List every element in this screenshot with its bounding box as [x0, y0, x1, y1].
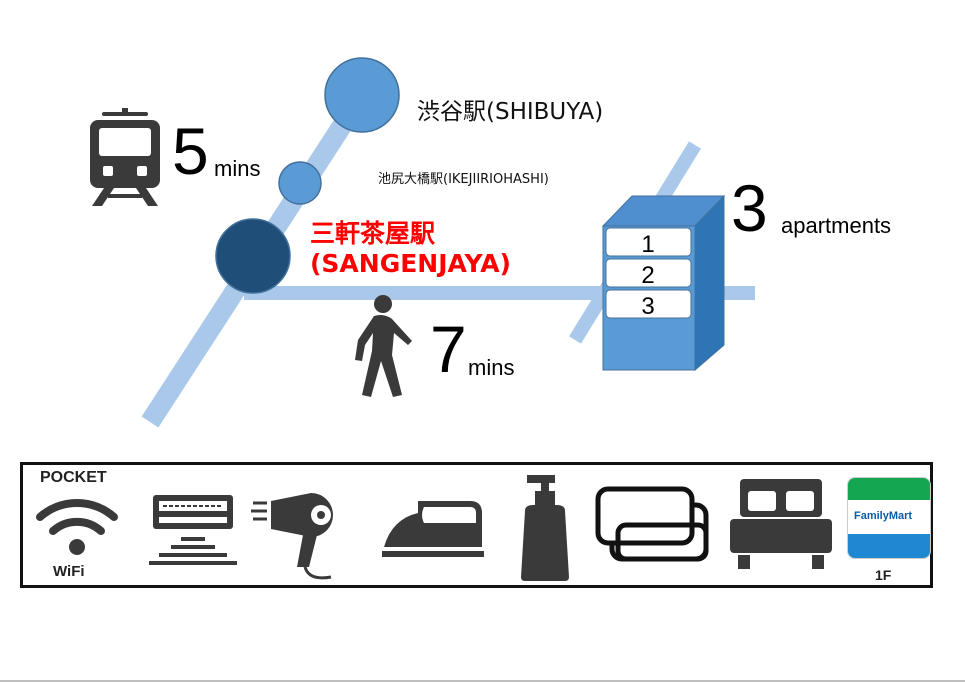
station-label-sangenjaya-en: (SANGENJAYA) — [310, 249, 511, 278]
familymart-floor-label: 1F — [875, 567, 892, 583]
wifi-bottom-label: WiFi — [53, 563, 85, 580]
apartment-building: 1 2 3 — [601, 194, 726, 372]
apartment-floor-label: 2 — [641, 262, 654, 289]
familymart-icon: FamilyMart — [847, 477, 931, 559]
wifi-icon — [36, 499, 118, 555]
apartment-floor-1: 1 — [605, 227, 692, 258]
pump-bottle-icon — [521, 475, 569, 581]
apartment-floor-2: 2 — [605, 258, 692, 289]
bed-icon — [730, 479, 832, 569]
amenities-bar: POCKET WiFi — [20, 462, 933, 588]
amenity-familymart: FamilyMart 1F — [845, 475, 931, 587]
train-icon — [90, 108, 160, 206]
iron-icon — [382, 501, 484, 557]
station-label-shibuya: 渋谷駅(SHIBUYA) — [417, 99, 604, 125]
hair-dryer-icon — [251, 493, 333, 580]
apartments-unit: apartments — [781, 213, 892, 238]
apartment-floor-3: 3 — [605, 289, 692, 320]
amenity-pocket-wifi: POCKET WiFi — [33, 465, 133, 585]
station-label-ikejiri: 池尻大橋駅(IKEJIIRIOHASHI) — [378, 172, 549, 187]
air-conditioner-icon — [149, 495, 237, 565]
apartment-floor-label: 3 — [641, 293, 654, 320]
familymart-name: FamilyMart — [854, 510, 913, 522]
station-marker-shibuya — [324, 57, 400, 133]
train-time-number: 5 — [172, 114, 209, 188]
train-time-unit: mins — [214, 156, 261, 181]
station-marker-sangenjaya — [215, 218, 291, 294]
walk-time-unit: mins — [468, 355, 515, 380]
station-label-sangenjaya-jp: 三軒茶屋駅 — [310, 219, 436, 248]
station-marker-ikejiri — [278, 161, 322, 205]
towels-icon — [595, 486, 709, 562]
wifi-top-label: POCKET — [40, 469, 107, 486]
apartment-floor-label: 1 — [641, 231, 654, 258]
walk-time-number: 7 — [430, 312, 467, 386]
walking-person-icon — [355, 295, 412, 397]
apartments-count: 3 — [731, 171, 768, 245]
page-bottom-line — [0, 680, 965, 682]
